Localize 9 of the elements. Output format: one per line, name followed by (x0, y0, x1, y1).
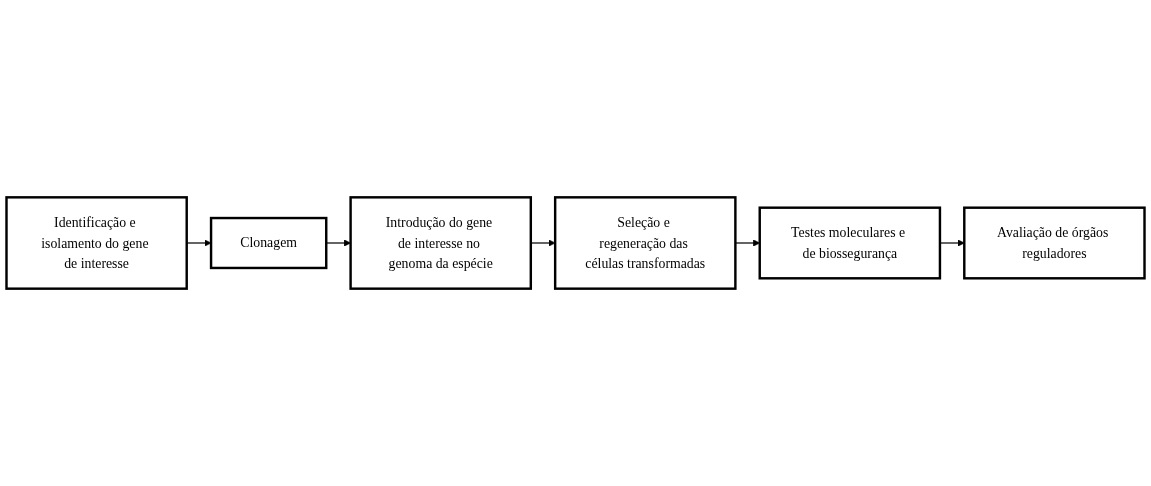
node-box: Introdução do gene de interesse no genoma da espécie (349, 196, 533, 290)
arrow (530, 239, 556, 247)
arrow (186, 239, 212, 247)
node-box: Avaliação de órgãos reguladores (963, 206, 1146, 280)
node-box: Identificação e isolamento do gene de interesse (5, 196, 188, 290)
arrow (939, 239, 965, 247)
node-box: Testes moleculares e de biossegurança (758, 206, 942, 280)
node-box: Seleção e regeneração das células transformadas (553, 196, 737, 290)
node-box: Clonagem (209, 216, 328, 270)
